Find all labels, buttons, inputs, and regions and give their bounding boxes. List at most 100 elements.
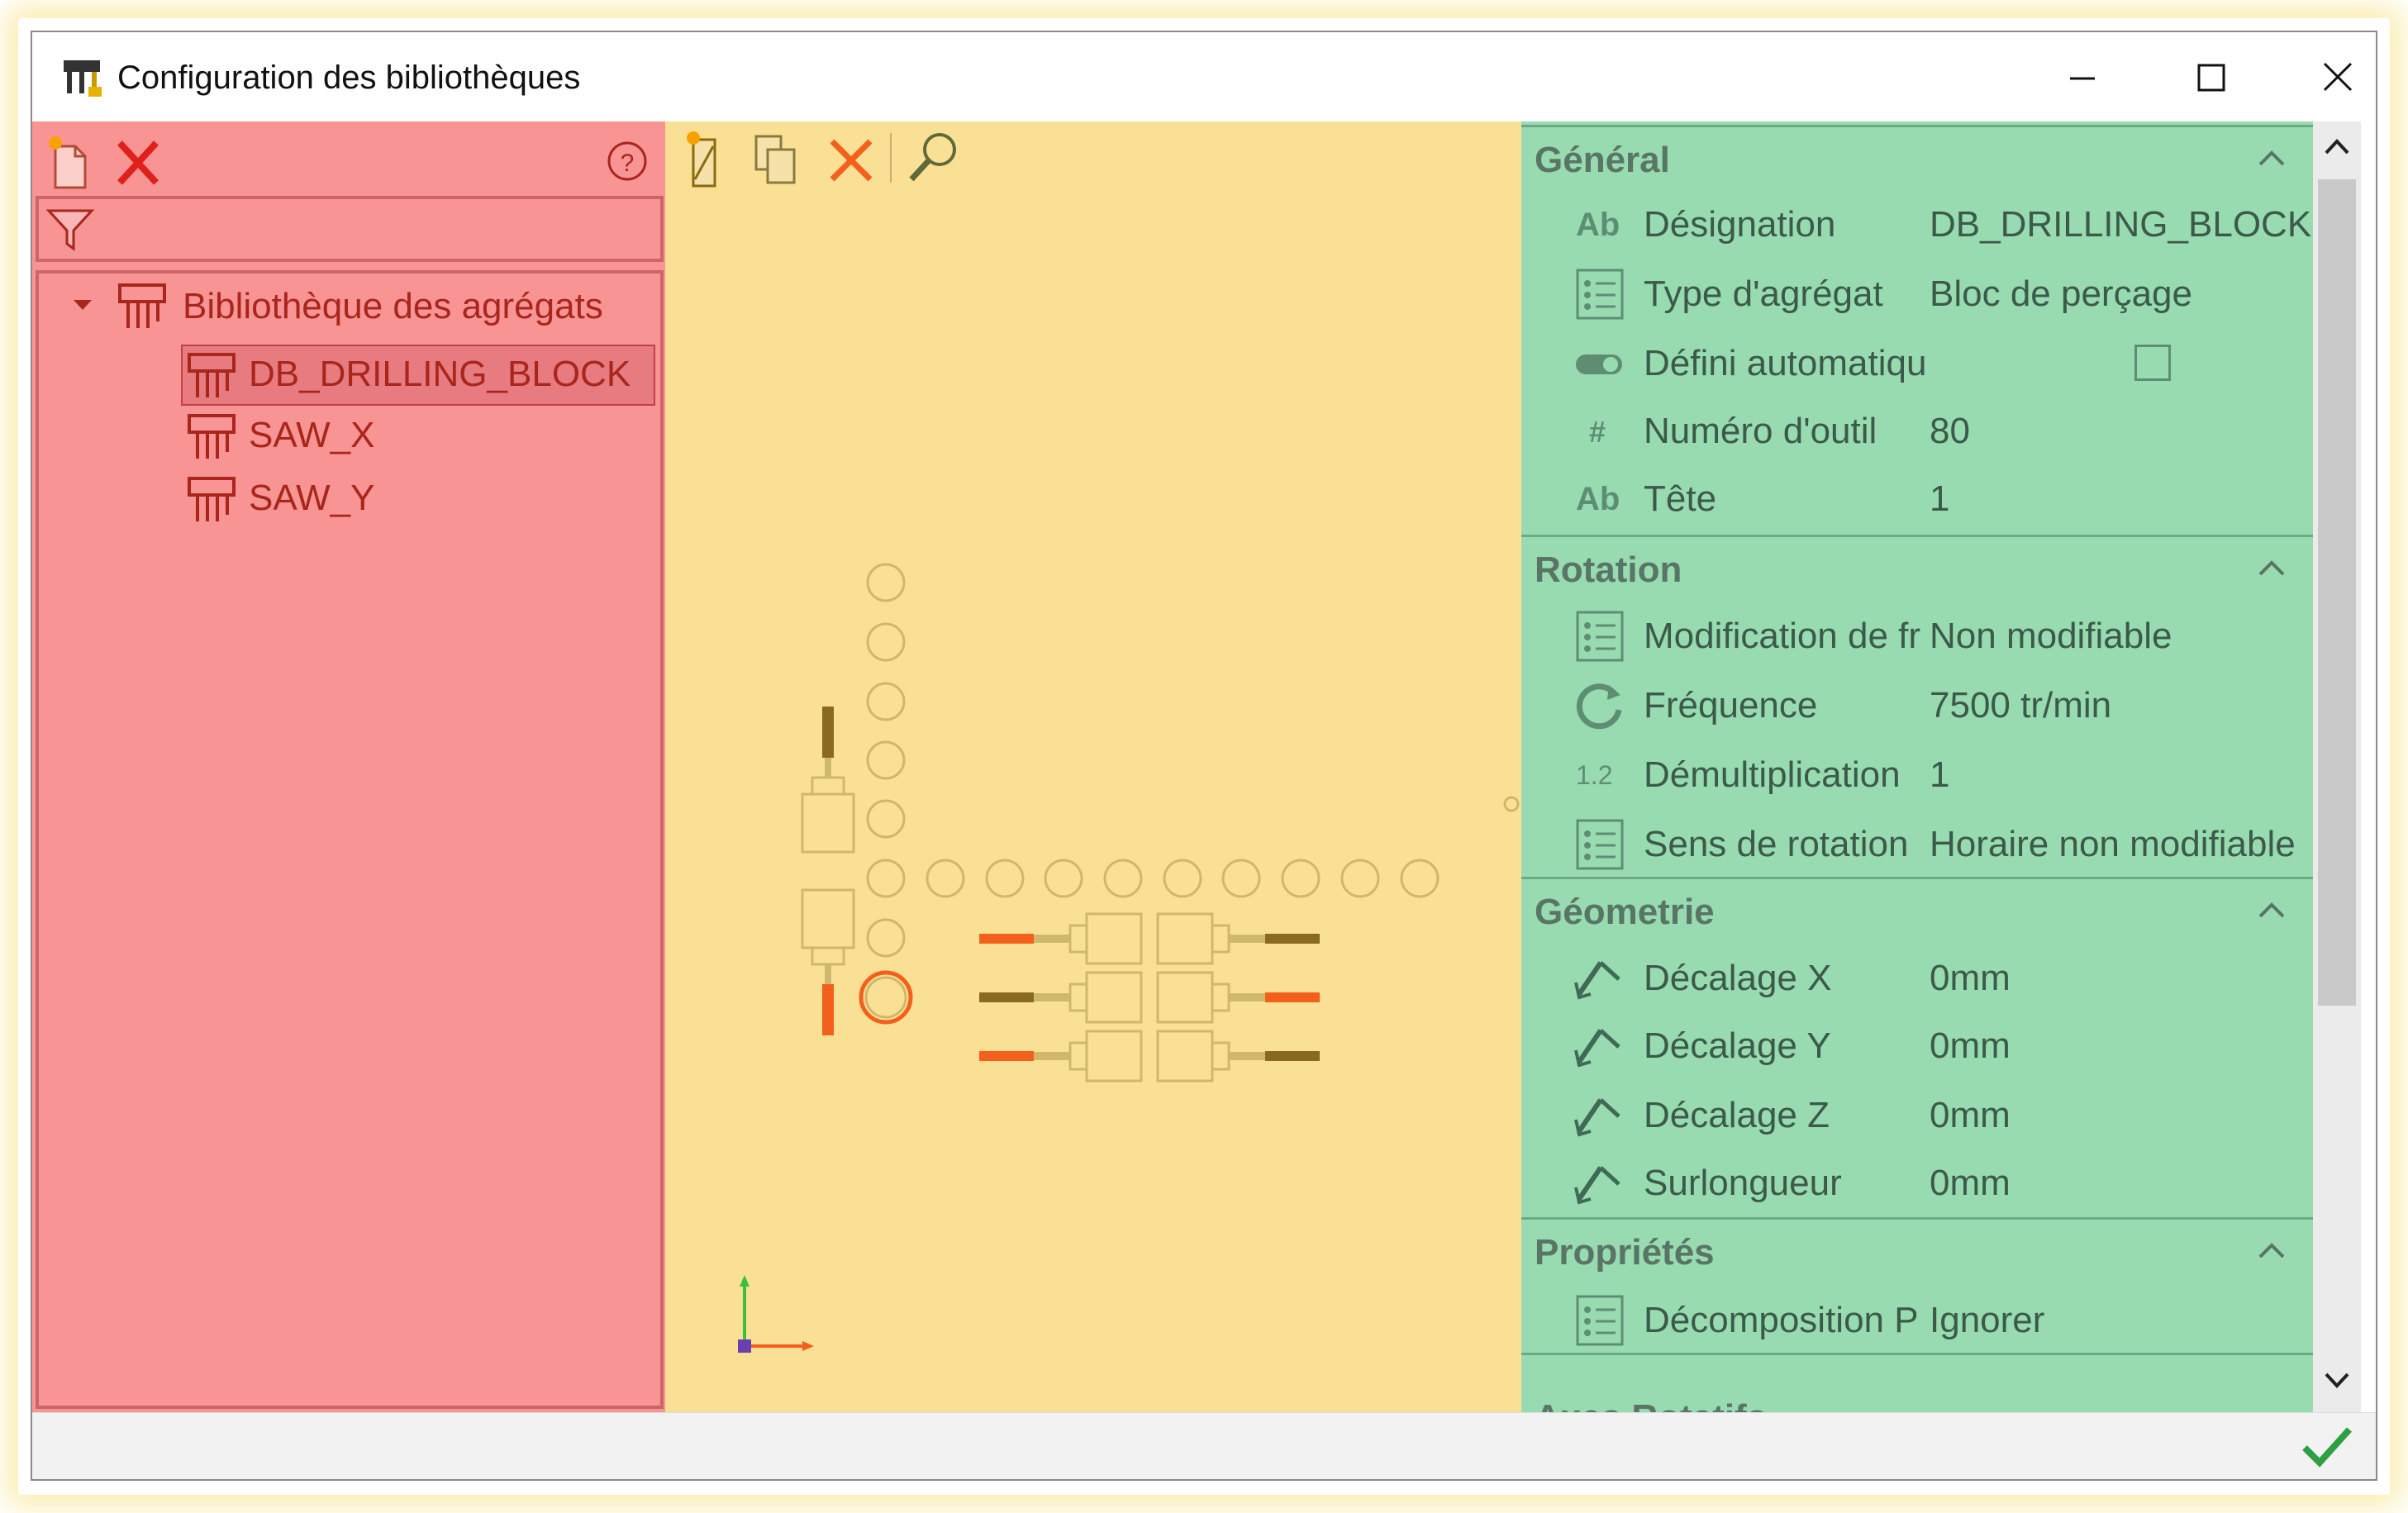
new-item-icon[interactable] [44,128,93,194]
svg-text:?: ? [621,150,635,177]
prop-label: Décalage Z [1644,1095,1830,1135]
refresh-icon [1576,683,1622,730]
tree-root-label[interactable]: Bibliothèque des agrégats [183,286,603,326]
vertical-spindle [801,707,855,1035]
prop-value[interactable]: 0mm [1930,1095,2011,1135]
auto-defined-checkbox[interactable] [2134,345,2171,381]
prop-value[interactable]: Bloc de perçage [1930,274,2192,314]
app-library-icon [64,60,102,97]
aggregate-icon [188,353,236,397]
title-bar: Configuration des bibliothèques [32,32,2376,121]
prop-value[interactable]: 0mm [1930,1025,2011,1066]
section-rotation-header[interactable]: Rotation [1521,541,2313,599]
tree-item-db-drilling-block[interactable]: DB_DRILLING_BLOCK [181,345,655,406]
prop-value[interactable]: 80 [1930,411,1970,451]
minimize-button[interactable] [2032,40,2131,112]
section-general-title: Général [1535,140,1670,180]
list-icon [1576,611,1624,662]
section-axes-title: Axes Rotatifs [1535,1389,1767,1412]
selected-drill-hole[interactable] [859,970,913,1025]
prop-label: Désignation [1644,204,1836,245]
prop-label: Décalage Y [1644,1025,1831,1066]
library-panel: ? Bibliothèque des agrégats [32,121,665,1412]
checkmark-icon[interactable] [2298,1420,2356,1473]
help-icon[interactable]: ? [602,128,652,194]
prop-value[interactable]: Ignorer [1930,1300,2045,1340]
maximize-icon [2197,64,2225,92]
hash-icon: # [1589,415,1606,449]
chevron-up-icon[interactable] [2255,146,2288,171]
offset-icon [1574,1098,1620,1137]
prop-label: Fréquence [1644,685,1818,726]
tree-item-label: DB_DRILLING_BLOCK [249,354,631,394]
chevron-down-icon[interactable] [70,297,95,313]
tree-item-saw-y[interactable]: SAW_Y [183,470,513,528]
section-axes-header[interactable]: Axes Rotatifs [1521,1361,2313,1412]
maximize-button[interactable] [2161,40,2260,112]
prop-label: Sens de rotation [1644,824,1909,864]
scroll-down-icon[interactable] [2321,1368,2353,1392]
prop-value[interactable]: 0mm [1930,958,2011,998]
tree-item-label: SAW_Y [249,478,375,518]
close-button[interactable] [2288,40,2376,112]
library-tree: Bibliothèque des agrégats DB_DRILLING_BL… [36,270,664,1409]
section-divider [1521,877,2313,879]
zoom-icon[interactable] [902,125,968,191]
aggregate-icon [118,283,166,328]
section-properties-header[interactable]: Propriétés [1521,1224,2313,1282]
delete-icon[interactable] [108,128,166,194]
axis-gizmo-icon [738,1275,814,1353]
prop-label: Démultiplication [1644,754,1901,795]
section-divider [1521,1217,2313,1220]
chevron-up-icon[interactable] [2255,556,2288,581]
prop-value[interactable]: Non modifiable [1930,616,2172,656]
offset-icon [1574,1166,1620,1205]
section-divider [1521,1353,2313,1355]
window-title: Configuration des bibliothèques [117,59,581,96]
prop-label: Modification de fr [1644,616,1921,656]
aggregate-preview-canvas[interactable] [665,204,1521,1412]
prop-label: Type d'agrégat [1644,274,1883,314]
decimal-icon: 1.2 [1576,760,1612,790]
prop-label: Défini automatiqu [1644,343,1925,383]
list-icon [1576,819,1624,870]
prop-label: Surlongueur [1644,1163,1842,1203]
svg-text:Ab: Ab [1576,481,1620,517]
filter-input[interactable] [36,196,664,262]
copy-icon[interactable] [748,125,806,191]
scroll-up-icon[interactable] [2321,135,2353,159]
delete-tool-icon[interactable] [822,125,880,191]
minimize-icon [2070,77,2095,80]
scrollbar-thumb[interactable] [2318,179,2356,1006]
preview-panel [665,121,1521,1412]
section-geometry-header[interactable]: Géometrie [1521,883,2313,941]
status-bar [32,1412,2376,1479]
close-icon [2323,62,2353,92]
prop-value[interactable]: 0mm [1930,1163,2011,1203]
new-tool-icon[interactable] [682,125,731,191]
offset-icon [1574,961,1620,1000]
prop-value[interactable]: 1 [1930,754,1950,795]
chevron-up-icon[interactable] [2255,898,2288,923]
section-properties-title: Propriétés [1535,1232,1715,1273]
dialog-window: Configuration des bibliothèques ? [31,31,2377,1481]
section-rotation-title: Rotation [1535,550,1682,590]
svg-text:1.2: 1.2 [1576,760,1612,790]
chevron-up-icon[interactable] [2255,1239,2288,1263]
properties-scrollbar[interactable] [2313,121,2361,1412]
tree-item-label: SAW_X [249,415,375,455]
text-ab-icon: Ab [1576,481,1620,517]
splitter-handle[interactable] [1503,796,1520,812]
tree-item-saw-x[interactable]: SAW_X [183,407,513,465]
prop-value[interactable]: Horaire non modifiable [1930,824,2296,864]
prop-label: Décomposition P [1644,1300,1919,1340]
prop-value[interactable]: 7500 tr/min [1930,685,2112,726]
section-divider [1521,535,2313,537]
prop-value[interactable]: DB_DRILLING_BLOCK [1930,204,2312,245]
section-general-header[interactable]: Général [1521,131,2313,189]
svg-text:#: # [1589,415,1606,449]
toolbar-divider [890,133,892,183]
svg-text:Ab: Ab [1576,207,1620,243]
prop-label: Tête [1644,478,1717,519]
prop-value[interactable]: 1 [1930,478,1950,519]
